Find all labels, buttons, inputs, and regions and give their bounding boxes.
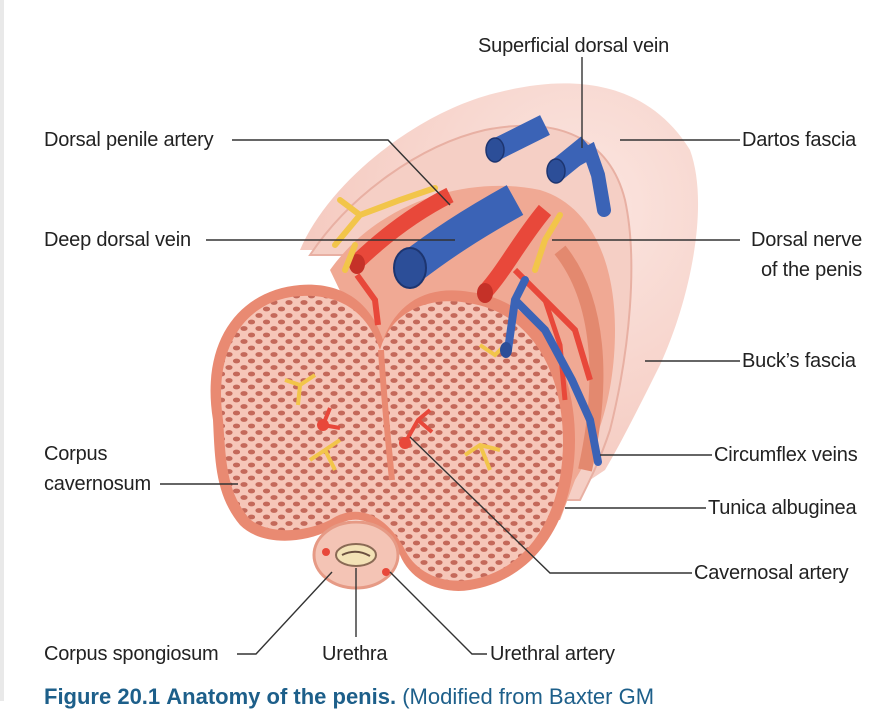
label-cavernosal-artery: Cavernosal artery bbox=[694, 562, 849, 584]
label-corpus-cavernosum-line2: cavernosum bbox=[44, 473, 151, 495]
label-deep-dorsal-vein: Deep dorsal vein bbox=[44, 229, 191, 251]
label-circumflex-veins: Circumflex veins bbox=[714, 444, 858, 466]
left-edge-shadow bbox=[0, 0, 4, 701]
label-dorsal-penile-artery: Dorsal penile artery bbox=[44, 129, 214, 151]
figure-caption: Figure 20.1 Anatomy of the penis. (Modif… bbox=[44, 684, 654, 710]
caption-source: (Modified from Baxter GM bbox=[402, 684, 655, 709]
leader-lines bbox=[160, 57, 740, 655]
label-bucks-fascia: Buck’s fascia bbox=[742, 350, 856, 372]
caption-title: Anatomy of the penis. bbox=[166, 684, 397, 709]
label-dartos-fascia: Dartos fascia bbox=[742, 129, 857, 151]
label-dorsal-nerve-line1: Dorsal nerve bbox=[751, 229, 862, 251]
caption-figure-number: Figure 20.1 bbox=[44, 684, 161, 709]
label-superficial-dorsal-vein: Superficial dorsal vein bbox=[478, 35, 670, 57]
label-corpus-cavernosum-line1: Corpus bbox=[44, 443, 108, 465]
label-dorsal-nerve-line2: of the penis bbox=[760, 259, 862, 281]
circumflex-vein-shape bbox=[504, 276, 602, 466]
label-corpus-spongiosum: Corpus spongiosum bbox=[44, 643, 219, 665]
dorsal-artery-right bbox=[479, 204, 552, 298]
urethra-shape bbox=[335, 543, 377, 567]
urethral-artery-shape bbox=[322, 548, 330, 556]
label-urethral-artery: Urethral artery bbox=[490, 643, 615, 665]
dorsal-nerve-shape bbox=[332, 185, 563, 273]
dorsal-artery-left bbox=[351, 187, 454, 268]
label-tunica-albuginea: Tunica albuginea bbox=[708, 497, 857, 519]
label-urethra: Urethra bbox=[322, 643, 388, 665]
